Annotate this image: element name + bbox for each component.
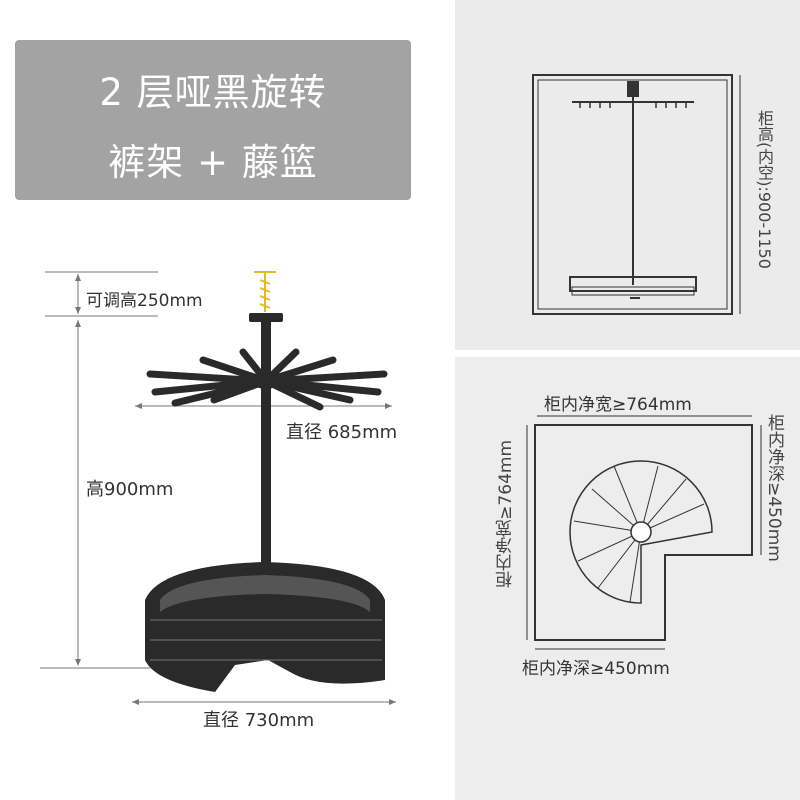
plan-width-left-label: 柜内净宽≥764mm [496, 440, 516, 588]
height-label: 高900mm [86, 479, 174, 500]
rattan-basket [145, 562, 385, 692]
plan-width-top-label: 柜内净宽≥764mm [544, 395, 692, 415]
adjustable-height-label: 可调高250mm [86, 291, 203, 311]
title-box: 2 层哑黑旋转 裤架 + 藤篮 [15, 40, 411, 200]
adjustable-screw [254, 271, 276, 312]
trouser-rack-arms [146, 348, 388, 411]
cabinet-plan-drawing [526, 415, 762, 650]
title-line-2: 裤架 + 藤篮 [108, 141, 318, 184]
plan-depth-right-label: 柜内净深≥450mm [764, 414, 784, 562]
cabinet-plan-view-panel [455, 357, 800, 800]
rack-diameter-label: 直径 685mm [286, 422, 398, 443]
plan-depth-bottom-label: 柜内净深≥450mm [522, 659, 670, 679]
cabinet-side-drawing [532, 74, 741, 315]
cabinet-height-label: 柜高(内空):900-1150 [755, 110, 774, 269]
basket-diameter-label: 直径 730mm [203, 710, 315, 731]
title-line-1: 2 层哑黑旋转 [99, 71, 327, 114]
